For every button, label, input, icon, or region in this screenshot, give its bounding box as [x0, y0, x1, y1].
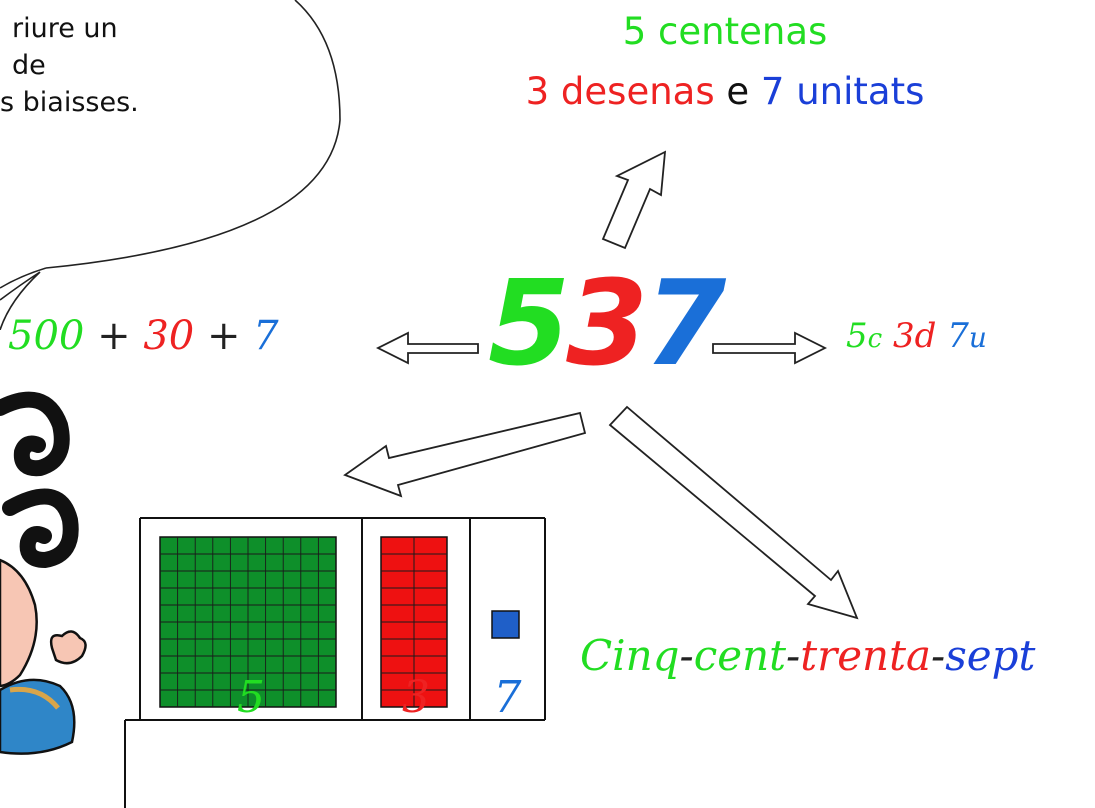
- speech-bubble-text: riure un de s biaisses.: [0, 10, 139, 121]
- expanded-units: 7: [253, 313, 279, 359]
- expanded-form: 500 + 30 + 7: [8, 312, 279, 360]
- pv-units-unit: u: [968, 321, 987, 354]
- hyphen: -: [786, 631, 801, 680]
- pv-hundreds: 5: [846, 316, 868, 356]
- units-label: 7 unitats: [760, 70, 925, 113]
- digit-tens: 3: [566, 254, 648, 392]
- cartoon-character: [0, 391, 87, 755]
- pv-units: 7: [947, 316, 969, 356]
- table-digit-tens: 3: [402, 672, 430, 723]
- pv-hundreds-unit: c: [867, 324, 883, 354]
- hair: [0, 391, 70, 477]
- bubble-line-2: de: [12, 50, 46, 81]
- expanded-tens: 30: [143, 313, 195, 359]
- number-in-words: Cinq-cent-trenta-sept: [580, 628, 1035, 684]
- speech-bubble: [0, 0, 341, 330]
- word-sept: sept: [945, 631, 1036, 680]
- arrow-down-right: [608, 405, 859, 620]
- plus-sign: +: [206, 313, 241, 359]
- body: [0, 678, 76, 755]
- digit-hundreds: 5: [488, 254, 570, 392]
- unit-block: [491, 610, 520, 639]
- bubble-line-1: riure un: [12, 13, 118, 44]
- arrow-down-left: [343, 411, 587, 498]
- face: [0, 558, 38, 688]
- table-digit-hundreds: 5: [237, 672, 265, 723]
- place-value-notation: 5c 3d 7u: [846, 313, 987, 362]
- arrow-left: [375, 331, 479, 365]
- hyphen: -: [679, 631, 694, 680]
- hundreds-label: 5 centenas: [622, 10, 828, 53]
- hyphen: -: [931, 631, 946, 680]
- arrow-up: [601, 150, 667, 250]
- table-digit-units: 7: [493, 672, 522, 723]
- hand: [49, 630, 87, 665]
- number-537: 537: [488, 258, 726, 388]
- tens-grid: [381, 537, 447, 707]
- hundreds-grid: [160, 537, 336, 707]
- word-cent: cent: [693, 631, 787, 680]
- and-word: e: [726, 70, 750, 113]
- tens-label: 3 desenas: [525, 70, 715, 113]
- word-trenta: trenta: [800, 631, 932, 680]
- word-cinq: Cinq: [580, 631, 680, 680]
- arrow-right: [712, 331, 828, 365]
- decomposition-line: 3 desenas e 7 unitats: [380, 70, 1070, 113]
- pv-tens: 3: [893, 316, 915, 356]
- pv-tens-unit: d: [914, 316, 937, 356]
- digit-units: 7: [644, 254, 726, 392]
- plus-sign: +: [97, 313, 131, 359]
- expanded-hundreds: 500: [8, 313, 85, 359]
- bubble-line-3: s biaisses.: [0, 87, 139, 118]
